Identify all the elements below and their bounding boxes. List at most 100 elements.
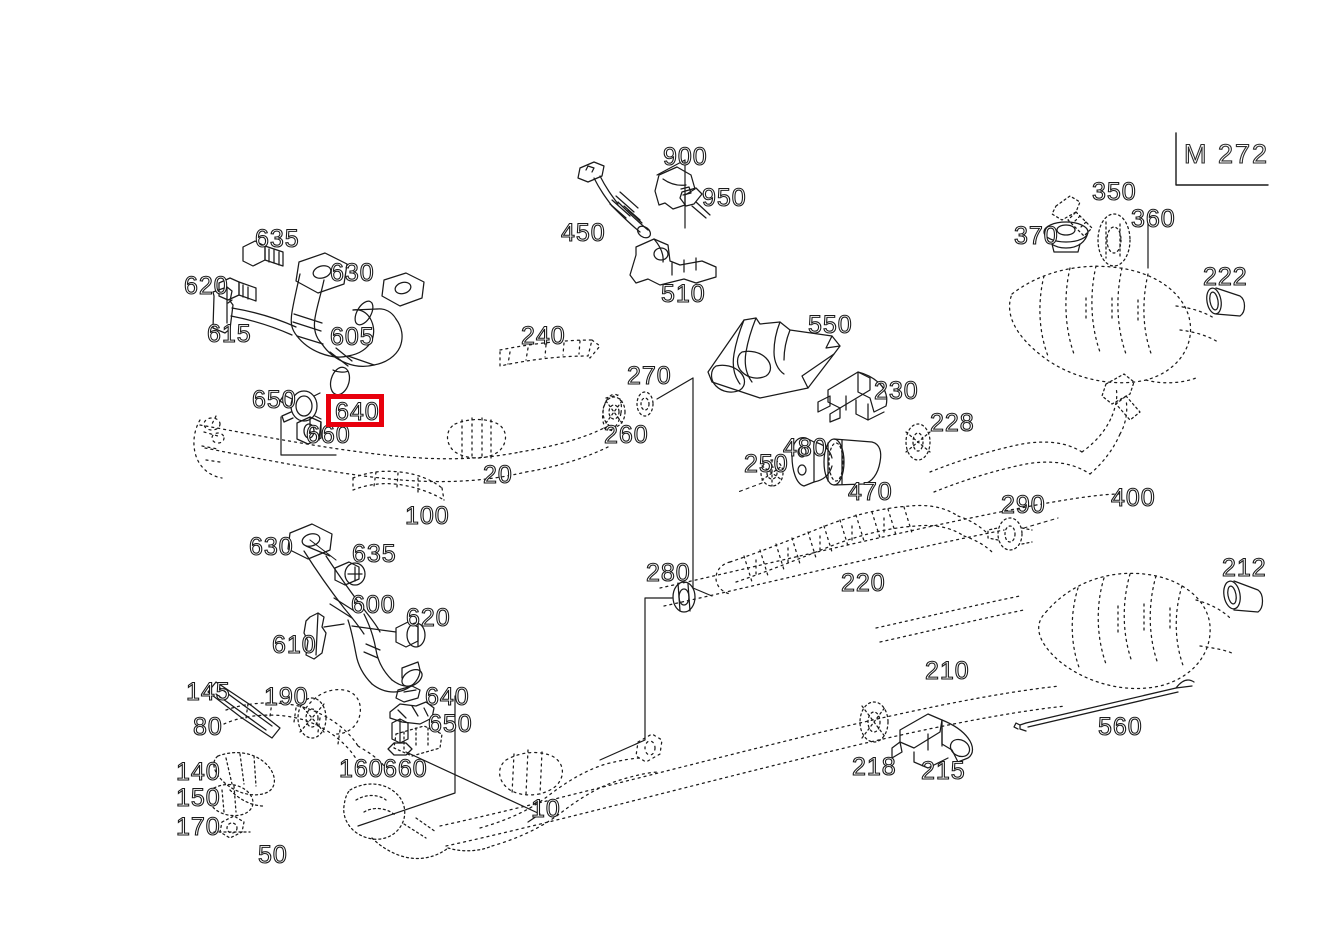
part-label-610: 610 — [271, 631, 317, 659]
part-label-222: 222 — [1202, 263, 1248, 291]
washer-640-lower — [395, 685, 421, 703]
gasket-260-phantom — [602, 396, 626, 428]
part-label-370: 370 — [1013, 222, 1059, 250]
nut-660-upper — [296, 416, 322, 445]
part-label-950: 950 — [701, 184, 747, 212]
part-label-280: 280 — [645, 559, 691, 587]
bolt-635 — [242, 240, 284, 267]
bolt-620-lower — [351, 621, 426, 648]
muffler-210-phantom — [1038, 572, 1235, 690]
part-label-615: 615 — [206, 320, 252, 348]
part-label-190: 190 — [263, 683, 309, 711]
part-label-10: 10 — [530, 795, 561, 823]
part-label-605: 605 — [329, 323, 375, 351]
part-label-620: 620 — [183, 272, 229, 300]
exhaust-tip-212 — [1223, 580, 1264, 613]
part-label-212: 212 — [1221, 554, 1267, 582]
part-label-220: 220 — [840, 569, 886, 597]
part-label-240: 240 — [520, 322, 566, 350]
highlighted-part-640[interactable]: 640 — [326, 394, 384, 427]
part-label-900: 900 — [662, 143, 708, 171]
pipe-10-phantom — [479, 733, 663, 847]
part-label-228: 228 — [929, 409, 975, 437]
leader-290 — [1023, 517, 1059, 529]
hanger-50-phantom — [343, 783, 493, 860]
leader-160 — [405, 751, 541, 823]
part-label-140: 140 — [175, 758, 221, 786]
part-label-400: 400 — [1110, 484, 1156, 512]
part-label-450: 450 — [560, 219, 606, 247]
engine-code-bracket — [1175, 132, 1269, 186]
clamp-160-phantom — [393, 725, 443, 757]
clamp-400-phantom — [1101, 373, 1141, 421]
part-label-215: 215 — [920, 757, 966, 785]
heat-shield-240-phantom — [499, 339, 601, 367]
part-label-650-upper: 650 — [251, 386, 297, 414]
clamp-650-lower — [389, 701, 435, 725]
gasket-150-phantom — [207, 783, 254, 817]
washer-250-phantom — [760, 459, 784, 487]
part-label-630-lower: 630 — [248, 533, 294, 561]
part-label-50: 50 — [257, 841, 288, 869]
rod-560 — [1013, 679, 1195, 732]
ring-218-phantom — [859, 701, 889, 743]
part-label-80: 80 — [192, 713, 223, 741]
part-label-230: 230 — [873, 377, 919, 405]
part-label-20: 20 — [482, 461, 513, 489]
bolt-620-upper — [218, 277, 257, 302]
oxygen-sensor-450 — [577, 161, 652, 239]
part-label-510: 510 — [660, 280, 706, 308]
hanger-230 — [817, 371, 888, 423]
leader-270 — [656, 377, 713, 597]
manifold-80-phantom — [223, 689, 385, 767]
part-label-600: 600 — [350, 591, 396, 619]
leader-650-660 — [280, 416, 337, 456]
part-label-150: 150 — [175, 784, 221, 812]
part-label-270: 270 — [626, 362, 672, 390]
clip-950 — [679, 187, 711, 219]
part-label-290: 290 — [1000, 491, 1046, 519]
part-label-160: 160 — [338, 755, 384, 783]
part-label-350: 350 — [1091, 178, 1137, 206]
bracket-100-phantom — [352, 470, 445, 501]
part-label-470: 470 — [847, 478, 893, 506]
heat-shield-550 — [707, 317, 841, 399]
part-label-635-lower: 635 — [351, 540, 397, 568]
bracket-290-phantom — [987, 517, 1033, 551]
part-label-250: 250 — [743, 450, 789, 478]
hanger-215 — [891, 713, 974, 769]
manifold-140-phantom — [213, 752, 275, 807]
part-label-145: 145 — [185, 678, 231, 706]
bracket-145 — [207, 681, 281, 739]
pipe-20-phantom — [199, 393, 623, 483]
leader-280 — [599, 597, 673, 761]
ring-228-phantom — [905, 423, 931, 461]
exhaust-tip-222 — [1206, 287, 1246, 317]
leader-900 — [656, 159, 686, 229]
part-label-620-lower: 620 — [405, 604, 451, 632]
part-label-210: 210 — [924, 657, 970, 685]
part-label-218: 218 — [851, 753, 897, 781]
nut-170-phantom — [213, 815, 251, 839]
washer-190-phantom — [297, 697, 327, 739]
part-label-100: 100 — [404, 502, 450, 530]
bracket-480 — [791, 437, 833, 487]
part-label-260: 260 — [603, 421, 649, 449]
part-label-170: 170 — [175, 813, 221, 841]
leader-635-lower — [309, 539, 337, 561]
ring-360-phantom — [1097, 213, 1131, 267]
bolt-635-lower — [334, 561, 366, 586]
part-label-560: 560 — [1097, 713, 1143, 741]
downpipe-lower-600 — [287, 523, 423, 693]
part-label-640-lower: 640 — [424, 683, 470, 711]
bolt-350-phantom — [1051, 195, 1093, 237]
part-label-650-lower: 650 — [427, 710, 473, 738]
pipe-290-phantom — [929, 387, 1128, 493]
part-label-635: 635 — [254, 225, 300, 253]
manifold-stub-left-phantom — [193, 415, 225, 479]
flex-pipe-220-phantom — [715, 504, 993, 595]
grommet-370 — [1043, 221, 1089, 253]
bolt-660-lower — [387, 718, 413, 756]
